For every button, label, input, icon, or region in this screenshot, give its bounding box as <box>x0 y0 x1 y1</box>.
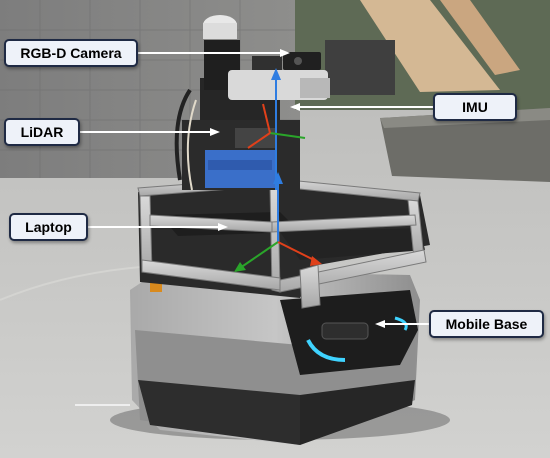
mobile-base <box>110 270 450 445</box>
callout-lidar: LiDAR <box>4 118 80 146</box>
callout-imu: IMU <box>433 93 517 121</box>
callout-pointers <box>80 49 433 328</box>
aluminium-frame <box>137 177 430 309</box>
callout-mobile-base: Mobile Base <box>429 310 544 338</box>
callout-rgbd-camera: RGB-D Camera <box>4 39 138 67</box>
callout-laptop: Laptop <box>9 213 88 241</box>
coordinate-frames <box>234 68 322 272</box>
